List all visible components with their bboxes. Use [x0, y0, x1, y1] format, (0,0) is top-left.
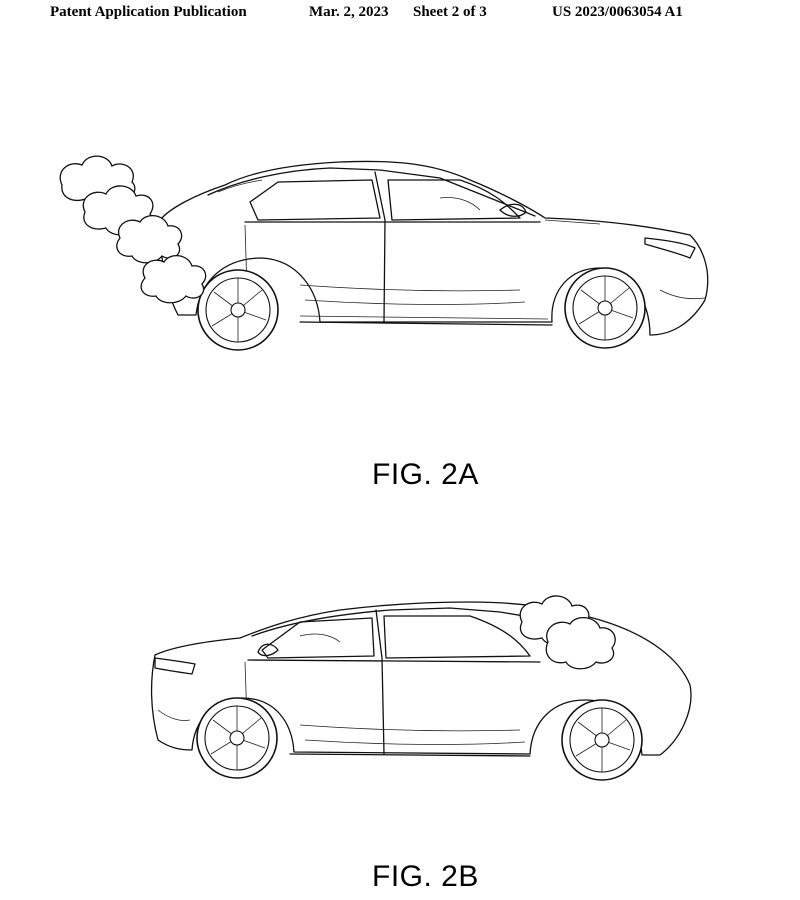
sheet-number: Sheet 2 of 3: [413, 4, 487, 20]
smoke-cloud-2a: [59, 155, 207, 304]
publication-date: Mar. 2, 2023: [309, 4, 389, 20]
publication-title: Patent Application Publication: [50, 4, 247, 20]
figure-2a-drawing: [59, 155, 709, 351]
figure-2b-drawing: [150, 595, 692, 781]
patent-header: Patent Application Publication Mar. 2, 2…: [0, 4, 800, 28]
figure-2b-label: FIG. 2B: [372, 860, 479, 893]
car-2a: [159, 160, 709, 351]
figure-2a-label: FIG. 2A: [372, 458, 479, 491]
smoke-cloud-2b: [519, 595, 616, 670]
car-2b: [150, 601, 692, 781]
patent-number: US 2023/0063054 A1: [552, 4, 683, 20]
